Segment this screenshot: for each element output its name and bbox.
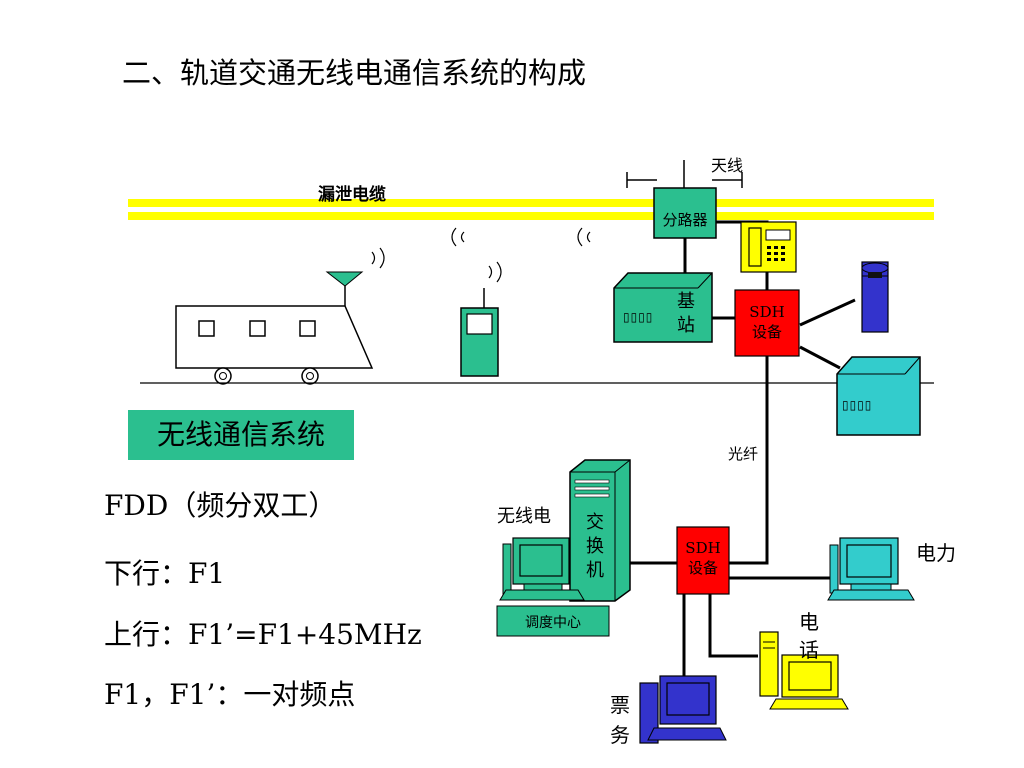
phone-icon — [740, 221, 797, 273]
power-computer-icon — [827, 537, 915, 601]
phone-label-2: 话 — [799, 638, 819, 662]
legend-line-1: FDD（频分双工） — [104, 489, 337, 522]
sdh-top-line2: 设备 — [752, 323, 782, 341]
sdh-device-bottom — [676, 526, 730, 595]
legend-line-2: 下行：F1 — [104, 557, 226, 590]
sdh-device-top — [734, 289, 800, 357]
base-station-panel: ▯▯▯▯ — [623, 310, 653, 324]
link-sdh-phone — [708, 594, 758, 658]
antenna-icon — [626, 160, 743, 188]
power-label: 电力 — [916, 541, 956, 565]
dispatch-center-label: 调度中心 — [525, 615, 581, 631]
switch-label-2: 换 — [586, 536, 604, 557]
link-sdh-cabinet — [799, 345, 841, 370]
ticketing-label-1: 票 — [610, 693, 630, 717]
ticketing-label-2: 务 — [610, 723, 630, 747]
fiber-label: 光纤 — [728, 445, 758, 463]
phone-label-1: 电 — [799, 610, 819, 634]
link-sdh-blue — [799, 298, 856, 327]
leaky-cable — [128, 199, 934, 220]
wireless-system-label: 无线通信系统 — [128, 410, 354, 460]
dispatch-center-box — [496, 605, 610, 637]
switch-label-3: 机 — [586, 560, 604, 581]
splitter-box — [653, 187, 717, 239]
base-station-label-1: 基 — [677, 291, 695, 312]
cyan-cabinet — [836, 356, 921, 436]
base-station-label-2: 站 — [677, 315, 695, 336]
switch-label-1: 交 — [586, 512, 604, 533]
leaky-cable-label: 漏泄电缆 — [318, 184, 386, 205]
train-car — [175, 271, 374, 385]
splitter-label: 分路器 — [662, 211, 707, 229]
legend-line-4: F1，F1’：一对频点 — [104, 678, 356, 711]
antenna-label: 天线 — [711, 156, 743, 175]
phone-computer-icon — [759, 631, 849, 710]
radio-wave-icon — [371, 227, 591, 283]
sdh-bottom-line1: SDH — [685, 539, 720, 557]
handheld-radio-icon — [460, 288, 499, 377]
blue-device-icon — [861, 261, 889, 333]
dispatch-computer-icon — [499, 537, 585, 601]
legend-line-3: 上行：F1’=F1+45MHz — [104, 618, 422, 651]
switch-tower — [569, 459, 631, 602]
cabinet-panel: ▯▯▯▯ — [842, 398, 872, 412]
fiber-link — [729, 356, 769, 565]
base-station — [613, 272, 713, 343]
slide-title: 二、轨道交通无线电通信系统的构成 — [122, 56, 587, 90]
sdh-bottom-line2: 设备 — [688, 559, 718, 577]
ticketing-computer-icon — [639, 675, 727, 744]
sdh-top-line1: SDH — [749, 303, 784, 321]
radio-label: 无线电 — [497, 506, 551, 527]
